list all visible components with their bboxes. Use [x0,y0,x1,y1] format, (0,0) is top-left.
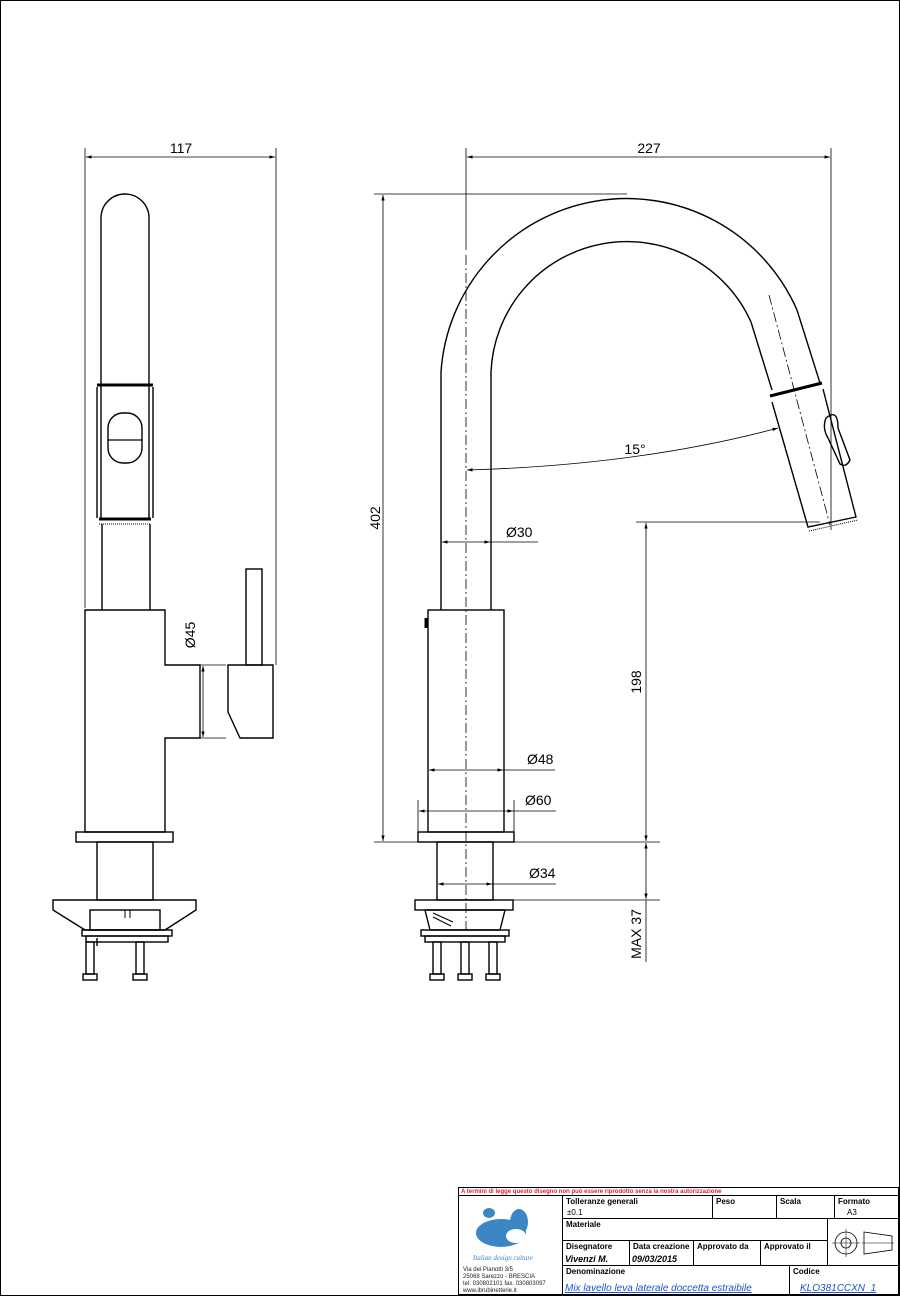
dim-side-width: 117 [170,140,193,156]
front-handset [771,388,857,528]
dim-base-diameter: Ø60 [525,792,552,808]
dim-total-height: 402 [367,506,383,530]
side-lever [245,568,263,666]
title-block: A termini di legge questo disegno non pu… [458,1187,899,1295]
front-spout [440,197,798,610]
code-cell: Codice KLO381CCXN_1 [793,1267,877,1294]
front-handset-button [823,414,851,467]
approved-on-cell: Approvato il [761,1241,828,1266]
projection-symbol-cell [828,1219,898,1266]
side-dimensions [84,148,277,739]
scale-cell: Scala [777,1196,835,1219]
dim-shank-diameter: Ø34 [529,865,556,881]
format-cell: Formato A3 [835,1196,898,1219]
company-logo-area: Italian design culture Via dei Pianotti … [459,1196,563,1295]
approved-by-cell: Approvato da [694,1241,761,1266]
dim-front-width: 227 [637,140,661,156]
material-cell: Materiale [563,1219,828,1241]
company-address: Via dei Pianotti 3/5 25068 Sarezzo - BRE… [463,1267,546,1294]
projection-symbol [832,1229,894,1257]
dim-body-diameter: Ø48 [527,751,554,767]
dim-spout-height: 198 [628,670,644,694]
front-view [414,197,859,981]
copyright-warning: A termini di legge questo disegno non pu… [459,1188,898,1196]
weight-cell: Peso [713,1196,777,1219]
company-tagline: Italian design culture [473,1254,534,1262]
designer-cell: Disegnatore Vivenzi M. [563,1241,630,1266]
dim-max-deck: MAX 37 [628,909,644,959]
dim-spout-diameter: Ø30 [506,524,533,540]
company-logo [476,1208,528,1247]
front-dimensions [374,148,832,962]
side-button [107,412,143,464]
side-view [52,193,274,981]
dim-spout-angle: 15° [624,441,645,457]
tolerances-cell: Tolleranze generali ±0.1 [563,1196,713,1219]
created-cell: Data creazione 09/03/2015 [630,1241,694,1266]
side-handset [100,193,150,520]
name-cell: Denominazione Mix lavello leva laterale … [563,1266,790,1295]
dim-lever-diameter: Ø45 [182,622,198,649]
